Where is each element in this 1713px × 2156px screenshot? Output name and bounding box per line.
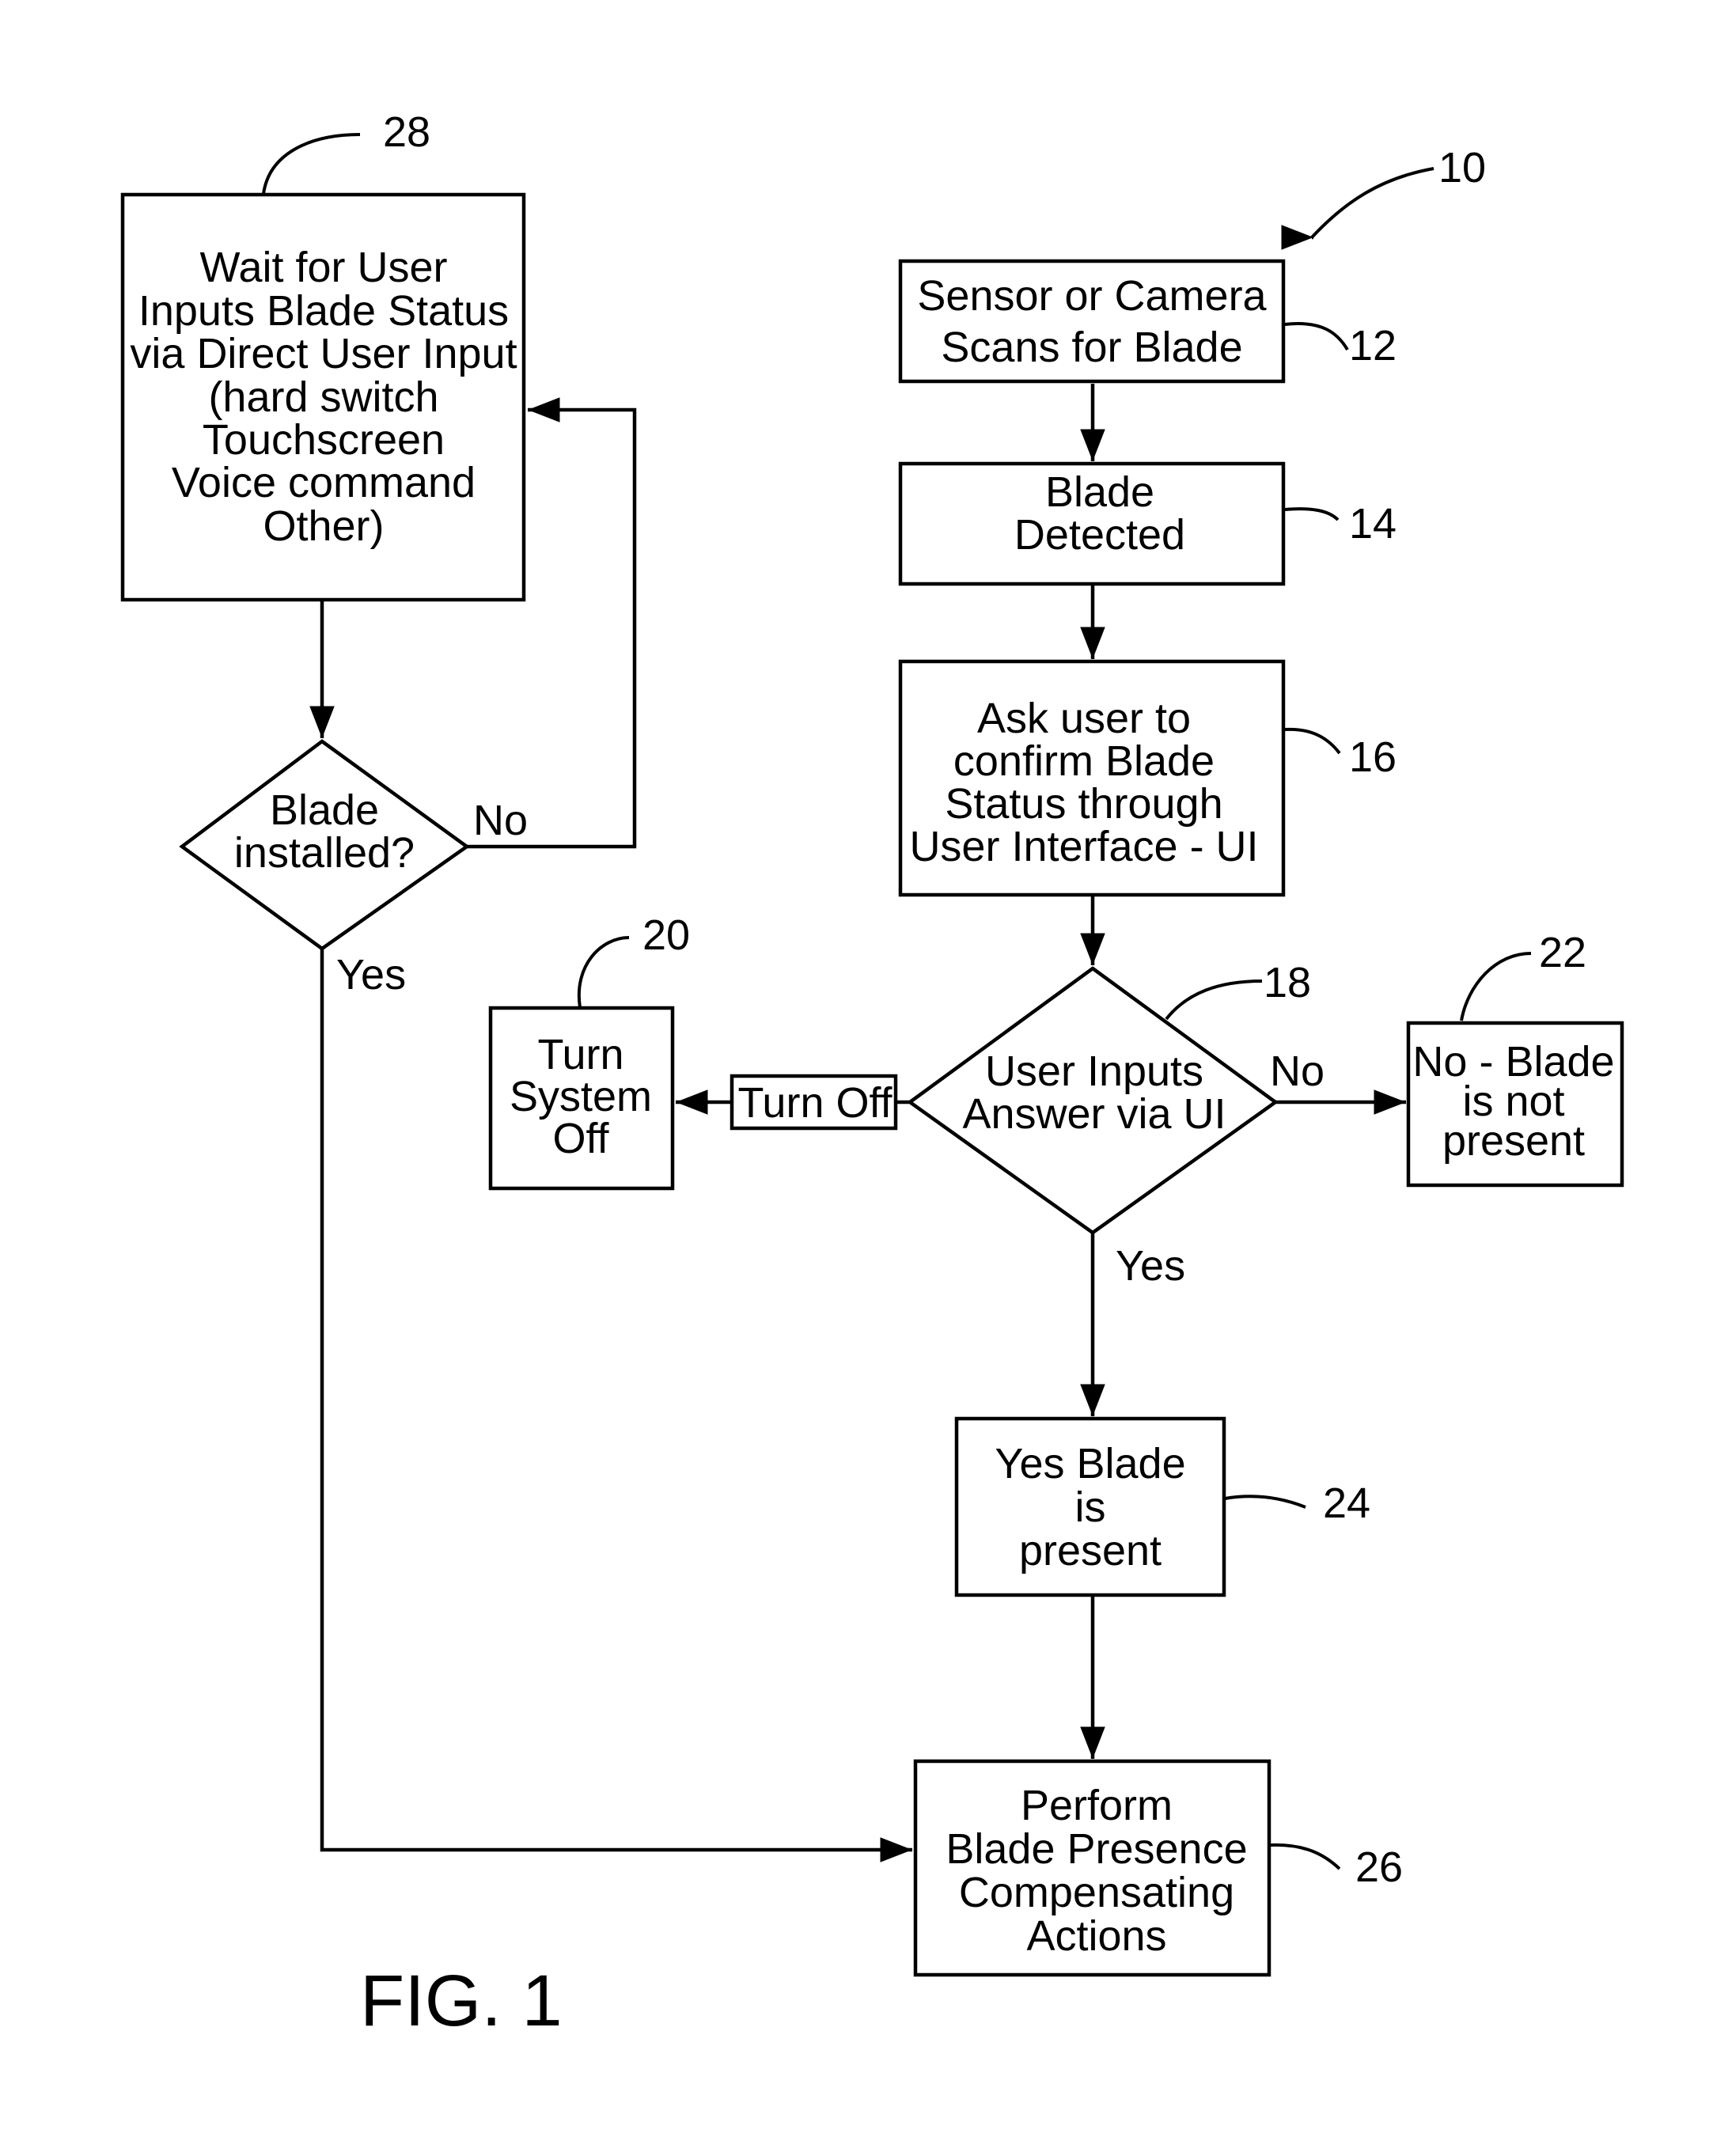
leader-22 — [1461, 953, 1531, 1021]
installed-yes-label: Yes — [336, 951, 406, 998]
ref-16: 16 — [1349, 733, 1397, 781]
perform-line-4: Actions — [1026, 1912, 1166, 1960]
box-blade-detected: Blade Detected — [900, 464, 1283, 584]
box-ask-user: Ask user to confirm Blade Status through… — [900, 661, 1283, 895]
installed-no-label: No — [473, 797, 528, 844]
leader-10 — [1312, 169, 1434, 237]
ask-line-4: User Interface - UI — [909, 823, 1258, 870]
decision-user-inputs: User Inputs Answer via UI — [910, 968, 1275, 1233]
leader-14 — [1285, 509, 1338, 520]
userinputs-line-2: Answer via UI — [962, 1090, 1226, 1138]
wait-line-3: via Direct User Input — [130, 330, 517, 377]
ref-24: 24 — [1323, 1480, 1370, 1527]
perform-line-3: Compensating — [959, 1869, 1234, 1916]
perform-line-2: Blade Presence — [946, 1825, 1247, 1873]
wait-line-4: (hard switch — [208, 373, 438, 421]
ref-12: 12 — [1349, 322, 1397, 369]
turn-off-label: Turn Off — [737, 1079, 893, 1127]
wait-line-5: Touchscreen — [203, 416, 445, 464]
ask-line-2: confirm Blade — [953, 737, 1215, 785]
wait-line-1: Wait for User — [199, 244, 447, 291]
detected-line-2: Detected — [1014, 511, 1185, 559]
ref-18: 18 — [1264, 959, 1311, 1006]
leader-20 — [579, 938, 629, 1007]
ref-10: 10 — [1438, 144, 1486, 191]
box-no-blade: No - Blade is not present — [1408, 1023, 1622, 1185]
leader-12 — [1285, 324, 1347, 350]
leader-24 — [1225, 1496, 1306, 1507]
wait-line-7: Other) — [263, 502, 384, 550]
ui-yes-label: Yes — [1116, 1242, 1185, 1290]
box-yes-blade: Yes Blade is present — [957, 1419, 1224, 1595]
box-perform-actions: Perform Blade Presence Compensating Acti… — [915, 1761, 1269, 1975]
turnoff-line-2: System — [510, 1073, 652, 1120]
box-wait-for-user: Wait for User Inputs Blade Status via Di… — [123, 195, 524, 600]
detected-line-1: Blade — [1045, 468, 1154, 516]
ref-14: 14 — [1349, 500, 1397, 548]
turnoff-line-3: Off — [552, 1115, 609, 1162]
yesblade-line-1: Yes Blade — [995, 1440, 1185, 1487]
decision-blade-installed: Blade installed? — [182, 741, 467, 949]
leader-16 — [1285, 729, 1340, 753]
userinputs-line-1: User Inputs — [985, 1048, 1203, 1095]
sensor-line-2: Scans for Blade — [941, 324, 1242, 371]
sensor-line-1: Sensor or Camera — [917, 272, 1267, 320]
turn-off-label-box: Turn Off — [732, 1076, 896, 1128]
leader-28 — [263, 135, 360, 194]
noblade-line-3: present — [1442, 1117, 1585, 1165]
wait-line-6: Voice command — [172, 459, 476, 506]
ref-20: 20 — [642, 911, 690, 959]
ui-no-label: No — [1270, 1048, 1325, 1095]
ref-28: 28 — [383, 108, 430, 156]
wait-line-2: Inputs Blade Status — [138, 287, 509, 335]
figure-label: FIG. 1 — [360, 1961, 563, 2041]
ref-22: 22 — [1539, 929, 1586, 976]
yesblade-line-2: is — [1075, 1483, 1106, 1531]
box-turn-system-off: Turn System Off — [491, 1008, 673, 1188]
installed-line-1: Blade — [270, 786, 379, 834]
installed-line-2: installed? — [234, 829, 415, 877]
leader-26 — [1270, 1845, 1340, 1869]
turnoff-line-1: Turn — [537, 1031, 623, 1078]
ask-line-3: Status through — [945, 780, 1222, 828]
box-sensor-scan: Sensor or Camera Scans for Blade — [900, 261, 1283, 381]
yesblade-line-3: present — [1019, 1527, 1162, 1574]
leader-18 — [1166, 981, 1262, 1019]
ask-line-1: Ask user to — [977, 695, 1191, 742]
ref-26: 26 — [1355, 1843, 1403, 1891]
perform-line-1: Perform — [1021, 1782, 1173, 1829]
